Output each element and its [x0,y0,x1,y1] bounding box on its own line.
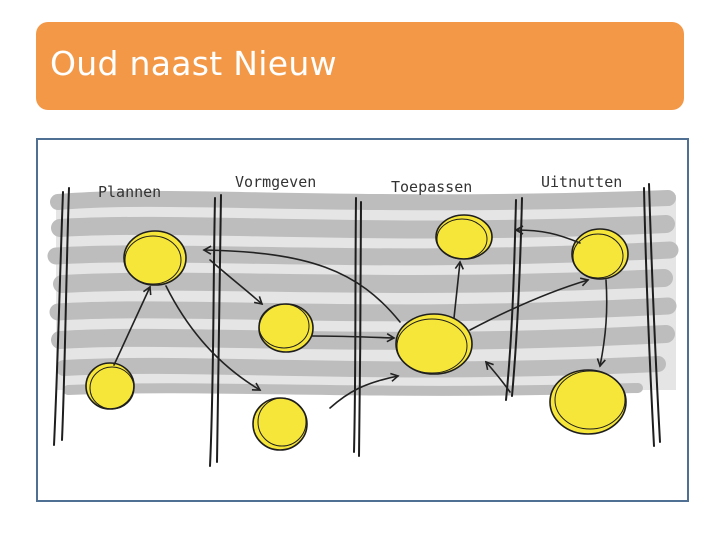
blob-plannen-bottom [86,363,134,409]
blob-plannen-top [124,231,186,285]
blob-vormgeven-middle [259,304,313,352]
column-label-vormgeven: Vormgeven [235,173,316,191]
blob-vormgeven-bottom [253,398,307,450]
column-label-uitnutten: Uitnutten [541,173,622,191]
column-label-plannen: Plannen [98,183,161,201]
column-label-toepassen: Toepassen [391,178,472,196]
diagram-frame: Plannen Vormgeven Toepassen Uitnutten [36,138,689,502]
blob-uitnutten-top [572,229,628,279]
title-bar: Oud naast Nieuw [36,22,684,110]
blob-uitnutten-bottom [550,370,626,434]
blob-toepassen-top [436,215,492,259]
slide-title: Oud naast Nieuw [50,44,337,83]
gray-band [56,195,676,391]
blob-toepassen-center [396,314,472,374]
process-sketch: Plannen Vormgeven Toepassen Uitnutten [38,140,687,500]
